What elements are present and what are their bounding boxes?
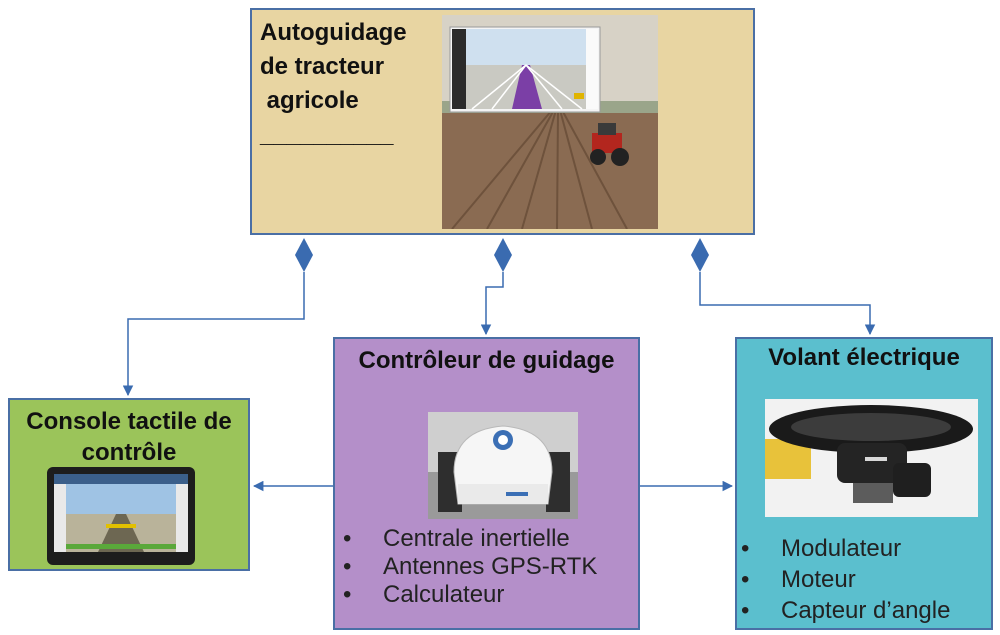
item-label: Moteur xyxy=(781,566,856,593)
autoguidage-title: Autoguidage de tracteur agricole _______… xyxy=(260,19,407,148)
list-item: • Centrale inertielle xyxy=(343,525,597,553)
list-item: • Antennes GPS-RTK xyxy=(343,553,597,581)
controller-box: Contrôleur de guidage • Centrale inertiel… xyxy=(333,337,640,630)
item-label: Capteur d’angle xyxy=(781,597,951,624)
link-top-wheel xyxy=(699,272,876,336)
list-item: • Capteur d’angle xyxy=(741,595,950,626)
console-title: Console tactile de contrôle xyxy=(26,408,232,466)
controller-components-list: • Centrale inertielle • Antennes GPS-RTK •… xyxy=(343,525,597,609)
link-top-console xyxy=(122,272,305,397)
link-top-controller xyxy=(480,272,504,336)
wheel-box: Volant électrique • Modulateur • Moteur • C… xyxy=(735,337,993,630)
console-tablet-image xyxy=(46,466,196,566)
wheel-components-list: • Modulateur • Moteur • Capteur d’angle xyxy=(741,533,950,626)
console-box: Console tactile de contrôle xyxy=(8,398,250,571)
list-item: • Calculateur xyxy=(343,581,597,609)
item-label: Calculateur xyxy=(383,581,505,608)
electric-wheel-image xyxy=(765,399,978,517)
diamond-right xyxy=(691,238,709,272)
gnss-receiver-image xyxy=(428,412,578,519)
bullet: • xyxy=(741,535,750,562)
item-label: Modulateur xyxy=(781,535,902,562)
list-item: • Modulateur xyxy=(741,533,950,564)
tractor-field-image xyxy=(442,15,658,229)
autoguidage-box: Autoguidage de tracteur agricole _______… xyxy=(250,8,755,235)
list-item: • Moteur xyxy=(741,564,950,595)
item-label: Antennes GPS-RTK xyxy=(383,553,598,580)
controller-title: Contrôleur de guidage xyxy=(358,347,615,374)
bullet: • xyxy=(741,597,750,624)
bullet: • xyxy=(343,581,352,608)
diamond-center xyxy=(494,238,512,272)
bullet: • xyxy=(343,525,352,552)
bullet: • xyxy=(741,566,750,593)
item-label: Centrale inertielle xyxy=(383,525,570,552)
bullet: • xyxy=(343,553,352,580)
diamond-left xyxy=(295,238,313,272)
wheel-title: Volant électrique xyxy=(768,344,960,371)
